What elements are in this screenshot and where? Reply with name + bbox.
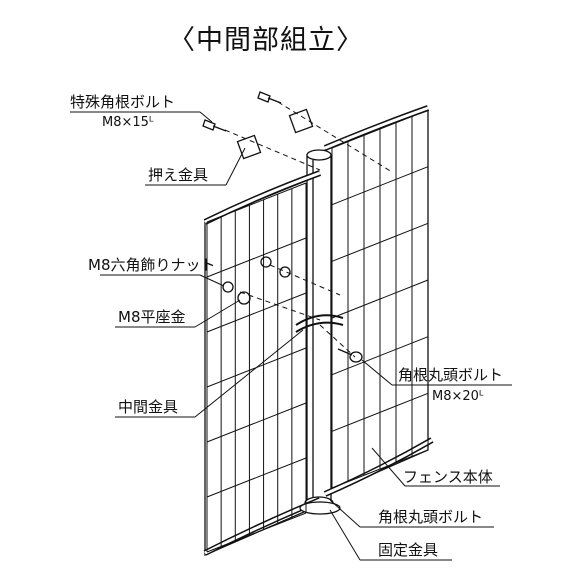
round-head-bolt-shape [337,348,363,363]
middle-fitting-shape [295,314,344,333]
right-bottom-roll [323,437,434,497]
mesh-horizontal-wire [331,336,429,376]
label-hex-nut: M8六角飾りナット [88,256,216,274]
label-round-head-bolt-2: 角根丸頭ボルト [378,508,484,526]
label-press-fitting: 押え金具 [148,166,209,184]
label-fence-body: フェンス本体 [403,468,493,486]
label-fixing-fitting: 固定金具 [378,541,439,559]
bottom-fixing-fitting-shape [299,501,341,515]
mesh-horizontal-wire [206,237,307,278]
mesh-horizontal-wire [331,109,429,149]
mesh-horizontal-wire [331,449,429,489]
label-round-head-bolt-1: 角根丸頭ボルト [398,366,504,384]
mesh-horizontal-wire [206,512,307,553]
special-bolt-shape [202,91,282,132]
assembly-guide-lines [224,101,393,358]
mesh-horizontal-wire [331,222,429,262]
label-washer: M8平座金 [118,308,186,326]
label-special-bolt: 特殊角根ボルト [70,93,176,111]
top-press-fitting-shape [236,108,314,160]
leader-lines [70,111,512,561]
right-top-roll [323,105,430,151]
right-fence-panel [324,109,429,496]
mesh-horizontal-wire [206,292,307,333]
mesh-horizontal-wire [206,457,307,498]
mesh-grid [206,109,429,553]
left-top-roll [203,170,322,225]
mesh-horizontal-wire [206,182,307,223]
mesh-horizontal-wire [206,402,307,443]
label-special-bolt-size: M8×15ᴸ [102,115,154,130]
page-title: 〈中間部組立〉 [168,25,364,56]
mesh-horizontal-wire [331,392,429,432]
center-post [304,149,334,510]
label-round-head-bolt-1-size: M8×20ᴸ [432,389,484,404]
mesh-horizontal-wire [331,166,429,206]
label-middle-fitting: 中間金具 [118,398,179,416]
mesh-horizontal-wire [206,347,307,388]
mesh-horizontal-wire [331,279,429,319]
